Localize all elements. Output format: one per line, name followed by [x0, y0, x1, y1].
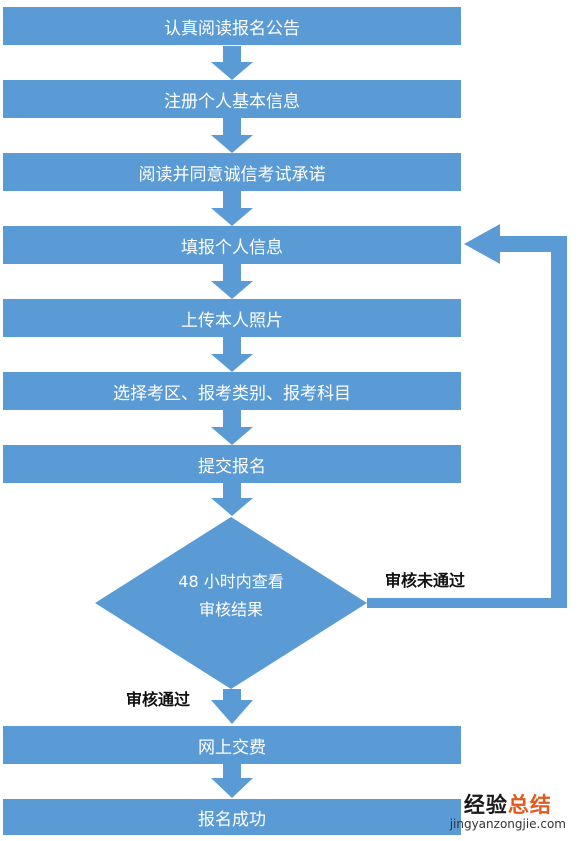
step-select-area-category: 选择考区、报考类别、报考科目 — [3, 372, 461, 410]
arrow-down-3 — [211, 191, 253, 226]
decision-diamond — [95, 517, 367, 689]
watermark-title-main: 经验 — [463, 793, 508, 817]
step-integrity-pledge: 阅读并同意诚信考试承诺 — [3, 153, 461, 191]
watermark-url: jingyanzongjie.com — [449, 817, 566, 831]
label-review-failed: 审核未通过 — [385, 571, 466, 590]
arrow-down-8 — [211, 689, 253, 724]
arrow-down-1 — [211, 46, 253, 80]
watermark-title: 经验总结 — [450, 793, 566, 817]
step-register-info: 注册个人基本信息 — [3, 80, 461, 118]
arrow-down-2 — [211, 118, 253, 153]
arrow-down-9 — [211, 764, 253, 798]
decision-label: 48 小时内查看 审核结果 — [131, 568, 331, 624]
label-review-passed: 审核通过 — [126, 690, 191, 709]
loop-back-arrow — [367, 224, 567, 608]
decision-line-2: 审核结果 — [198, 600, 263, 619]
arrow-down-5 — [211, 337, 253, 372]
arrow-down-6 — [211, 410, 253, 445]
step-upload-photo: 上传本人照片 — [3, 299, 461, 337]
step-registration-success: 报名成功 — [3, 799, 461, 835]
step-submit-registration: 提交报名 — [3, 445, 461, 483]
step-read-announcement: 认真阅读报名公告 — [3, 7, 461, 45]
step-fill-personal-info: 填报个人信息 — [3, 226, 461, 264]
arrow-down-7 — [211, 483, 253, 516]
watermark-title-accent: 总结 — [507, 793, 552, 817]
step-online-payment: 网上交费 — [3, 726, 461, 764]
decision-line-1: 48 小时内查看 — [178, 572, 284, 591]
watermark-logo: 经验总结 jingyanzongjie.com — [450, 793, 566, 831]
arrow-down-4 — [211, 264, 253, 299]
